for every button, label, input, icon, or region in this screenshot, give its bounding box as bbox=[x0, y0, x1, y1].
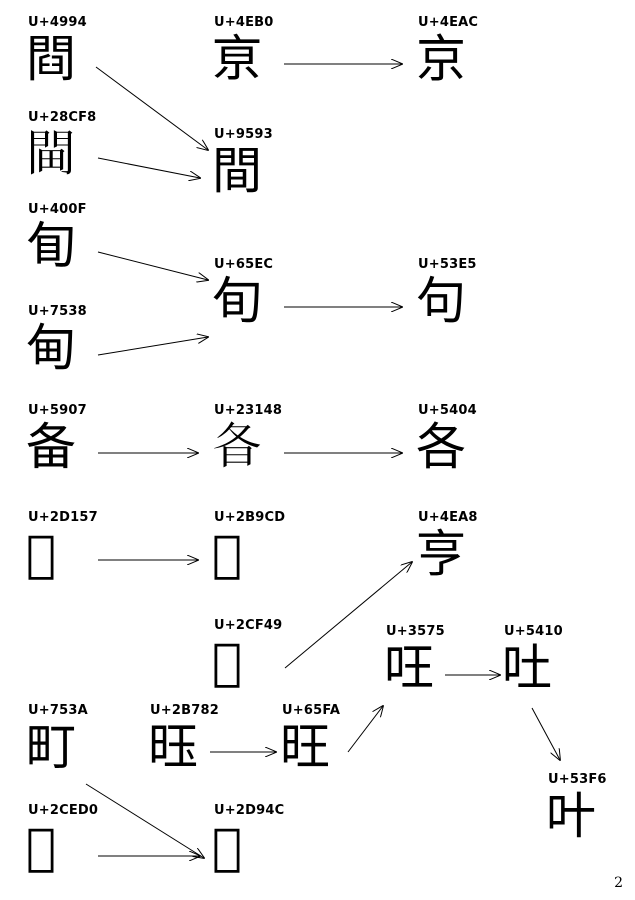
character-glyph: 䀏 bbox=[26, 217, 76, 275]
codepoint-label: U+2CED0 bbox=[28, 803, 99, 818]
codepoint-label: U+4EB0 bbox=[214, 15, 274, 30]
character-glyph: 亨 bbox=[416, 525, 466, 583]
codepoint-label: U+2D94C bbox=[214, 803, 285, 818]
codepoint-label: U+2B782 bbox=[150, 703, 219, 718]
codepoint-label: U+4EAC bbox=[418, 15, 479, 30]
codepoint-label: U+2D157 bbox=[28, 510, 98, 525]
arrow-400F-to-65EC bbox=[97, 251, 208, 280]
character-glyph: 𨳸 bbox=[26, 125, 76, 183]
codepoint-label: U+400F bbox=[28, 202, 87, 217]
character-glyph: 𣅈 bbox=[212, 418, 262, 476]
character-glyph: 京 bbox=[416, 30, 466, 88]
character-glyph: 甸 bbox=[26, 319, 76, 377]
codepoint-label: U+2B9CD bbox=[214, 510, 286, 525]
codepoint-label: U+28CF8 bbox=[28, 110, 97, 125]
arrow-4994-to-9593 bbox=[95, 66, 208, 150]
codepoint-label: U+5404 bbox=[418, 403, 477, 418]
codepoint-label: U+23148 bbox=[214, 403, 283, 418]
character-glyph: 各 bbox=[416, 418, 466, 476]
arrow-7538-to-65EC bbox=[97, 337, 208, 356]
character-glyph: 备 bbox=[26, 418, 76, 476]
arrow-65FA-to-3575 bbox=[347, 706, 383, 753]
character-glyph: 㕵 bbox=[384, 639, 434, 697]
codepoint-label: U+9593 bbox=[214, 127, 273, 142]
codepoint-label: U+2CF49 bbox=[214, 618, 283, 633]
page-number: 2 bbox=[614, 875, 623, 891]
arrow-28CF8-to-9593 bbox=[97, 157, 200, 178]
character-glyph: 𬽉 bbox=[212, 633, 243, 691]
character-glyph: 𭥌 bbox=[212, 818, 243, 876]
codepoint-label: U+3575 bbox=[386, 624, 445, 639]
character-glyph: 𭅗 bbox=[26, 525, 57, 583]
character-glyph: 旺 bbox=[280, 718, 330, 776]
character-glyph: 𫞂 bbox=[148, 718, 198, 776]
character-glyph: 間 bbox=[212, 142, 262, 200]
character-glyph: 町 bbox=[26, 718, 76, 776]
codepoint-label: U+753A bbox=[28, 703, 88, 718]
character-glyph: 叶 bbox=[546, 787, 596, 845]
codepoint-label: U+65FA bbox=[282, 703, 341, 718]
arrow-2CF49-to-4EA8 bbox=[284, 562, 412, 669]
codepoint-label: U+53E5 bbox=[418, 257, 477, 272]
codepoint-label: U+53F6 bbox=[548, 772, 607, 787]
character-glyph: 𬻐 bbox=[26, 818, 57, 876]
codepoint-label: U+5410 bbox=[504, 624, 563, 639]
character-glyph: 吐 bbox=[502, 639, 552, 697]
character-glyph: 句 bbox=[416, 272, 466, 330]
codepoint-label: U+4994 bbox=[28, 15, 87, 30]
arrow-753A-to-2D94C bbox=[85, 783, 204, 858]
codepoint-label: U+65EC bbox=[214, 257, 274, 272]
character-glyph: 𫧍 bbox=[212, 525, 243, 583]
arrow-5410-to-53F6 bbox=[531, 707, 560, 760]
codepoint-label: U+7538 bbox=[28, 304, 87, 319]
codepoint-label: U+5907 bbox=[28, 403, 87, 418]
character-glyph: 旬 bbox=[212, 272, 262, 330]
character-glyph: 閰 bbox=[26, 30, 76, 88]
character-glyph: 亰 bbox=[212, 30, 262, 88]
codepoint-label: U+4EA8 bbox=[418, 510, 478, 525]
